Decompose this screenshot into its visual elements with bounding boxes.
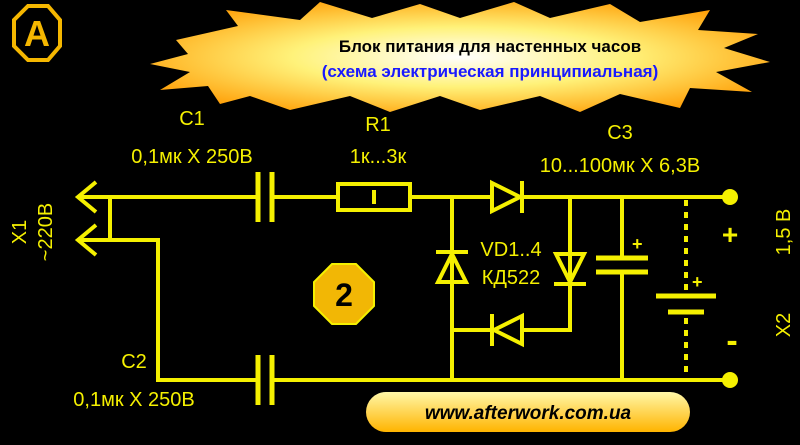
c2-value: 0,1мк X 250В <box>73 389 194 411</box>
title-line-2: (схема электрическая принципиальная) <box>322 62 659 81</box>
r1-name: R1 <box>365 114 391 136</box>
c3-plus-label: + <box>632 234 643 254</box>
x2-voltage: 1,5 В <box>773 209 795 256</box>
badge-number: 2 <box>335 277 353 313</box>
vd-name: VD1..4 <box>480 239 541 261</box>
x2-minus-label: - <box>726 322 737 360</box>
diode-vd-top <box>490 179 525 215</box>
logo-badge: A <box>12 4 62 62</box>
r1-value: 1к...3к <box>350 146 407 168</box>
resistor-r1 <box>336 182 412 212</box>
logo-letter: A <box>24 13 50 54</box>
footer-url: www.afterwork.com.ua <box>425 403 632 424</box>
diode-vd-right <box>552 252 588 287</box>
capacitor-c3 <box>596 255 648 275</box>
title-line-1: Блок питания для настенных часов <box>339 37 641 56</box>
c1-name: C1 <box>179 108 205 130</box>
x1-connector <box>74 180 98 257</box>
x2-terminals <box>722 189 738 388</box>
c3-name: C3 <box>607 122 633 144</box>
x1-name: X1 <box>9 220 31 244</box>
title-banner: Блок питания для настенных часов (схема … <box>150 2 770 112</box>
x2-name: X2 <box>773 313 795 337</box>
footer-banner: www.afterwork.com.ua <box>366 392 690 432</box>
vd-type: КД522 <box>482 267 541 289</box>
x2-plus-label: + <box>722 219 738 250</box>
diode-vd-bottom <box>489 312 524 348</box>
c2-name: C2 <box>121 351 147 373</box>
number-badge: 2 <box>313 263 375 325</box>
x1-voltage: ~220В <box>35 203 57 261</box>
battery <box>656 200 716 378</box>
diode-vd-left <box>434 249 470 284</box>
capacitor-c2 <box>255 355 275 405</box>
capacitor-c1 <box>255 172 275 222</box>
c1-value: 0,1мк X 250В <box>131 146 252 168</box>
c3-value: 10...100мк X 6,3В <box>540 155 700 177</box>
wires <box>80 195 724 382</box>
battery-plus-label: + <box>692 272 703 292</box>
